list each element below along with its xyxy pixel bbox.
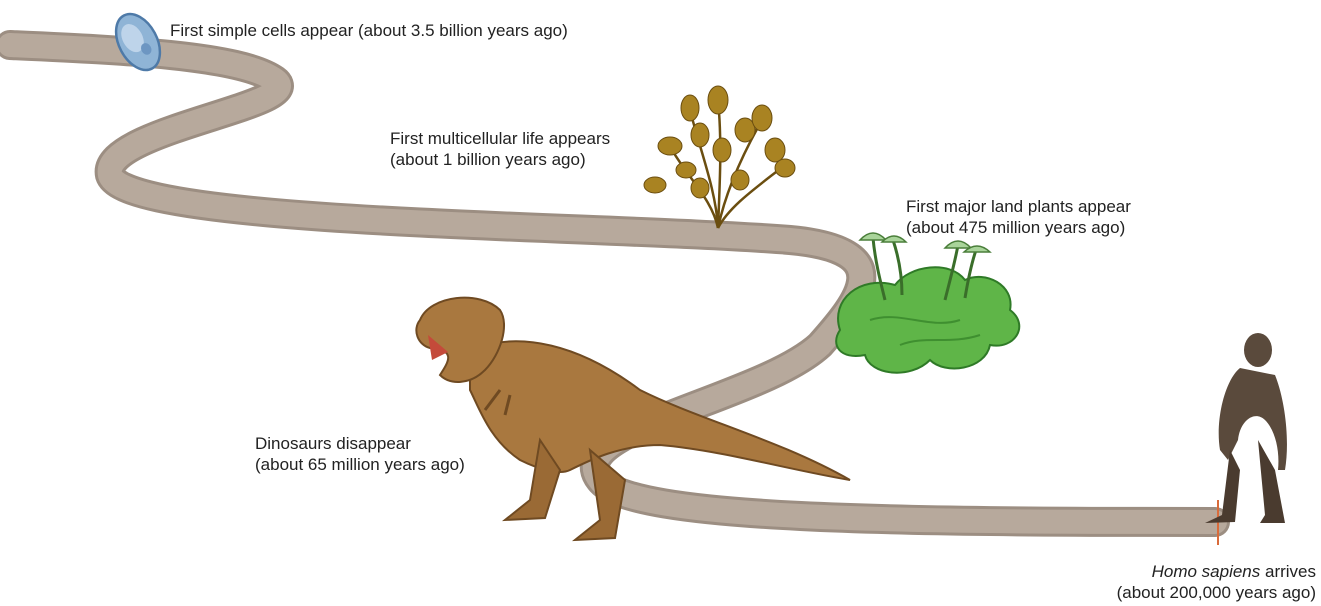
event-label-homo-sapiens: Homo sapiens arrives (about 200,000 year…: [1117, 561, 1316, 603]
event-label-simple-cells: First simple cells appear (about 3.5 bil…: [170, 20, 568, 41]
seaweed-icon: [644, 86, 795, 228]
event-label-multicellular: First multicellular life appears (about …: [390, 128, 610, 170]
human-figure-icon: [1205, 333, 1287, 523]
homo-sapiens-line1: Homo sapiens arrives: [1117, 561, 1316, 582]
event-label-dinosaurs: Dinosaurs disappear (about 65 million ye…: [255, 433, 465, 475]
event-label-land-plants: First major land plants appear (about 47…: [906, 196, 1131, 238]
